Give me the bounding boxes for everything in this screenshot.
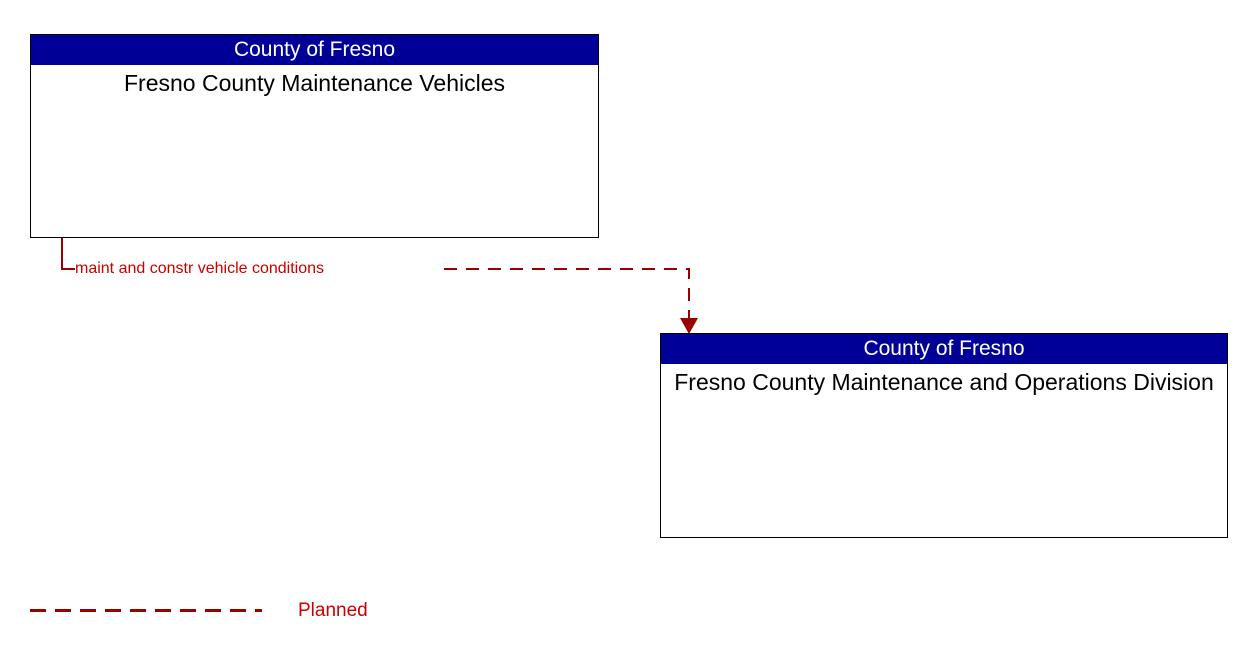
entity-header-stakeholder: County of Fresno — [31, 35, 598, 65]
flow-connector-stub-source — [61, 238, 75, 270]
legend-dashed-line-icon — [30, 609, 262, 612]
entity-name-label: Fresno County Maintenance Vehicles — [124, 70, 505, 96]
legend-item-label-planned: Planned — [298, 600, 368, 621]
entity-box-source[interactable]: County of Fresno Fresno County Maintenan… — [30, 34, 599, 238]
legend: Planned — [30, 598, 430, 628]
entity-header-stakeholder: County of Fresno — [661, 334, 1227, 364]
flow-label-maint-and-constr-vehicle-conditions[interactable]: maint and constr vehicle conditions — [75, 260, 325, 277]
entity-name-label: Fresno County Maintenance and Operations… — [674, 369, 1214, 395]
flow-arrowhead-icon — [680, 318, 698, 334]
entity-box-target[interactable]: County of Fresno Fresno County Maintenan… — [660, 333, 1228, 538]
flow-connector-dashed-path — [444, 268, 690, 322]
